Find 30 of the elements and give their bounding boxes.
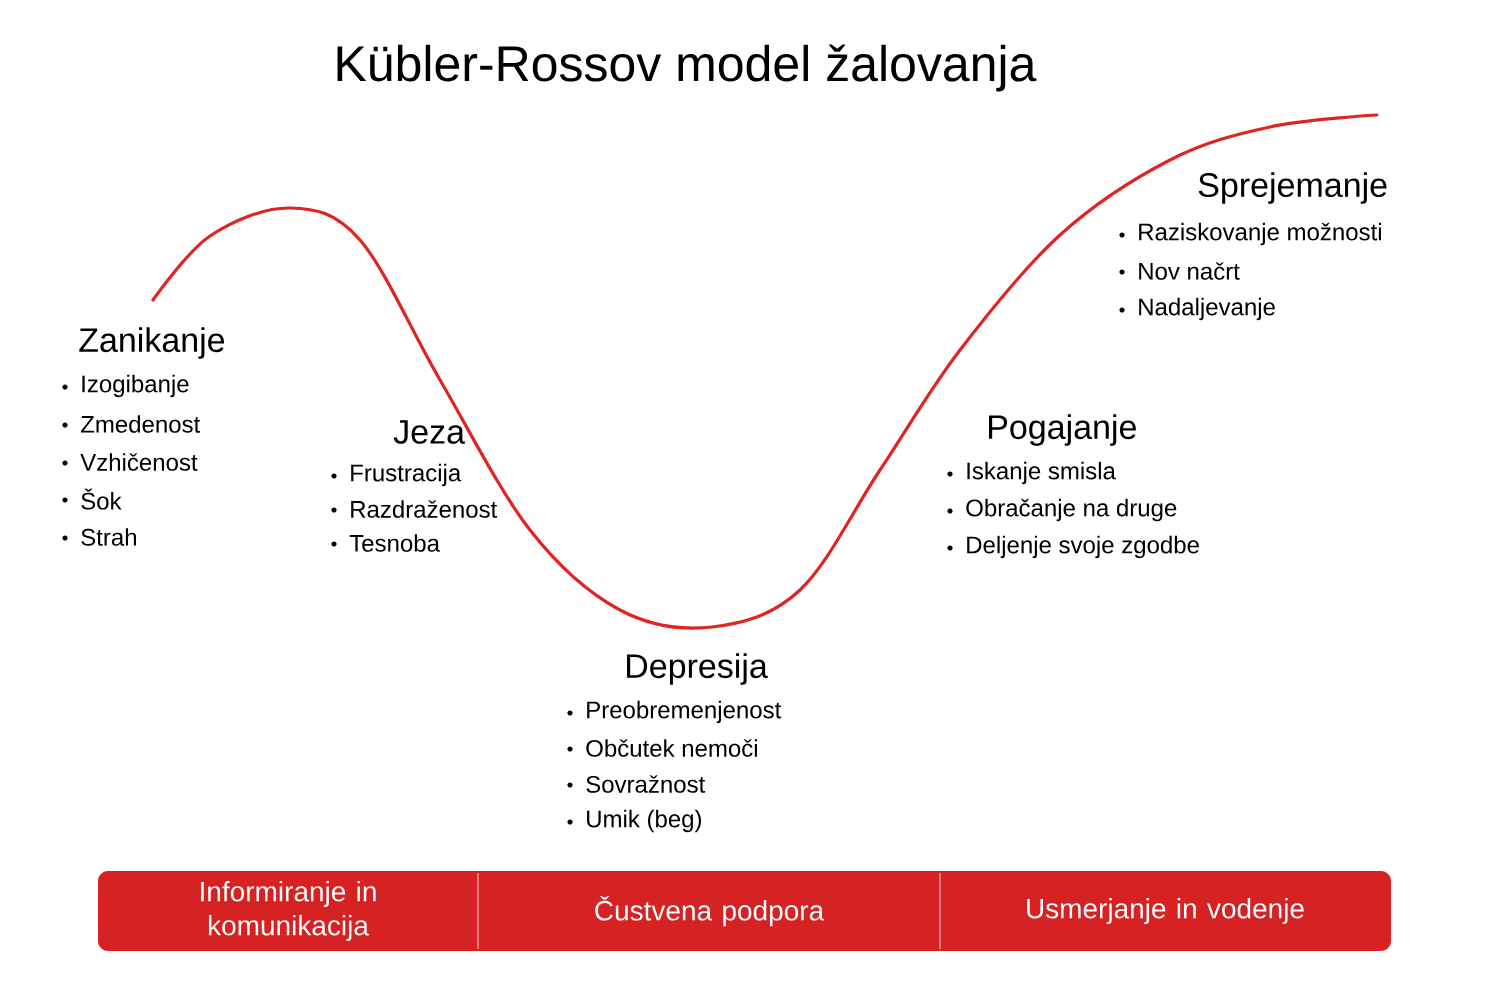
bullet-item: Umik (beg) bbox=[567, 809, 702, 833]
bullet-item: Deljenje svoje zgodbe bbox=[947, 535, 1199, 559]
stage-heading: Zanikanje bbox=[79, 327, 225, 359]
bullet-item: Iskanje smisla bbox=[947, 461, 1116, 485]
bullet-item: Tesnoba bbox=[331, 534, 440, 552]
bullet-item: Strah bbox=[62, 528, 136, 546]
bullet-item: Razdraženost bbox=[331, 500, 498, 518]
bullet-item: Nadaljevanje bbox=[1119, 297, 1275, 321]
bullet-item: Raziskovanje možnosti bbox=[1119, 222, 1381, 246]
stage-box: Čustvena podpora bbox=[478, 871, 940, 951]
stage-heading: Depresija bbox=[627, 653, 768, 685]
bullet-item: Zmedenost bbox=[62, 415, 201, 433]
bullet-item: Vzhičenost bbox=[62, 453, 198, 471]
node-label: Čustvena podpora bbox=[595, 895, 825, 927]
bullet-item: Sovražnost bbox=[567, 775, 706, 793]
stage-box: Usmerjanje in vodenje bbox=[940, 871, 1391, 951]
stage-heading: Jeza bbox=[393, 420, 466, 444]
bullet-item: Frustracija bbox=[331, 463, 462, 487]
stage-heading: Sprejemanje bbox=[1198, 172, 1387, 204]
bullet-item: Občutek nemoči bbox=[567, 739, 757, 757]
stage-heading: Pogajanje bbox=[989, 414, 1136, 446]
bullet-item: Šok bbox=[62, 488, 122, 510]
bullet-item: Nov načrt bbox=[1119, 262, 1240, 280]
node-label: Usmerjanje in vodenje bbox=[1027, 897, 1304, 925]
node-label: Informiranje in komunikacija bbox=[201, 880, 376, 942]
bullet-item: Izogibanje bbox=[62, 374, 189, 398]
title: Kübler-Rossov model žalovanja bbox=[337, 44, 1037, 92]
bullet-item: Obračanje na druge bbox=[947, 498, 1177, 522]
bullet-item: Preobremenjenost bbox=[567, 700, 782, 724]
stage-box: Informiranje in komunikacija bbox=[98, 871, 478, 951]
